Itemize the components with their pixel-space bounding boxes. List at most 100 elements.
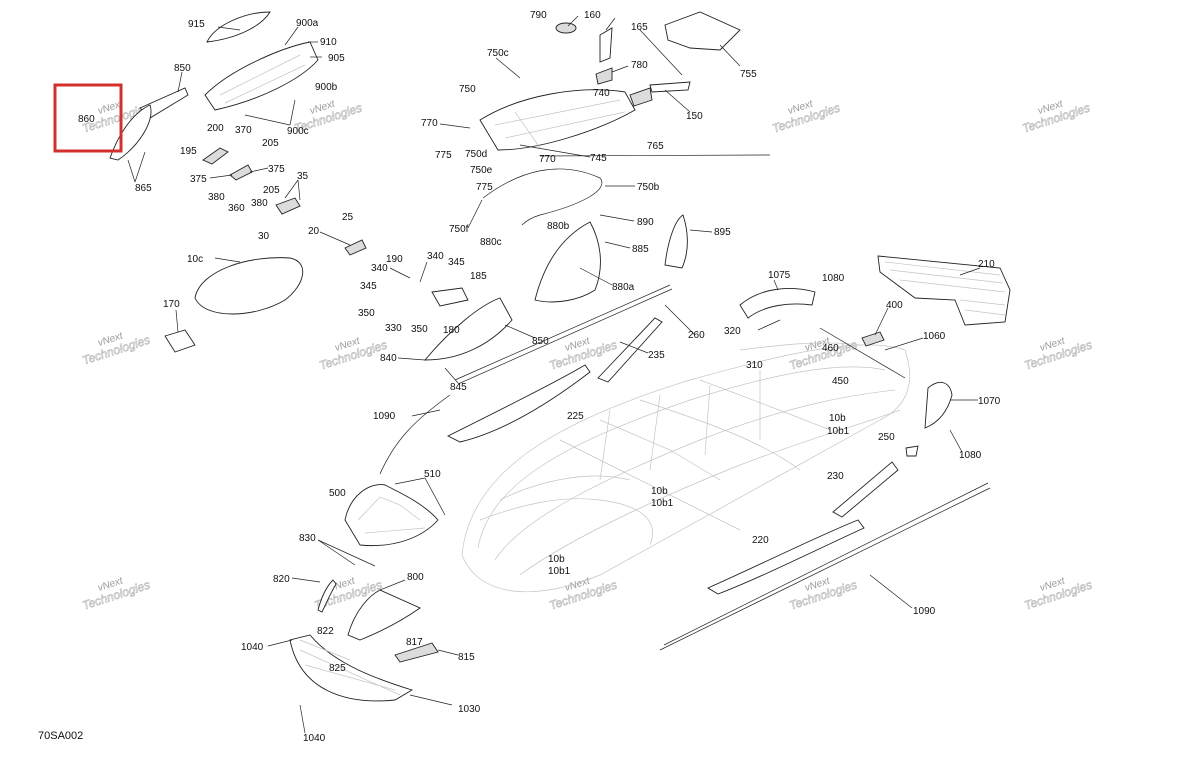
part-755-mat — [664, 11, 741, 51]
label-750c: 750c — [487, 48, 509, 59]
label-845: 845 — [450, 382, 467, 393]
label-780: 780 — [631, 60, 648, 71]
label-450: 450 — [832, 376, 849, 387]
label-865: 865 — [135, 183, 152, 194]
part-1090b-trim — [659, 487, 991, 651]
label-822: 822 — [317, 626, 334, 637]
hull-outline — [461, 342, 911, 593]
label-460: 460 — [822, 343, 839, 354]
label-20: 20 — [308, 226, 320, 237]
label-380-b: 380 — [251, 198, 268, 209]
label-170: 170 — [163, 299, 180, 310]
label-195: 195 — [180, 146, 197, 157]
label-900b: 900b — [315, 82, 338, 93]
part-400-bracket — [861, 331, 885, 347]
label-10b1-a: 10b1 — [827, 426, 850, 437]
label-825: 825 — [329, 663, 346, 674]
label-330: 330 — [385, 323, 402, 334]
label-190: 190 — [386, 254, 403, 265]
label-850-lower: 850 — [532, 336, 549, 347]
label-205-b: 205 — [263, 185, 280, 196]
label-790: 790 — [530, 10, 547, 21]
part-895-handle — [664, 214, 688, 269]
part-20-bracket — [344, 239, 367, 256]
part-235-decal — [597, 317, 663, 383]
label-1070: 1070 — [978, 396, 1001, 407]
label-10b-c: 10b — [548, 554, 565, 565]
label-225: 225 — [567, 411, 584, 422]
label-510: 510 — [424, 469, 441, 480]
label-900a: 900a — [296, 18, 319, 29]
label-750d: 750d — [465, 149, 487, 160]
part-500-nose — [344, 484, 439, 547]
part-880a-panel — [534, 221, 601, 303]
label-400: 400 — [886, 300, 903, 311]
part-815-bracket — [394, 642, 439, 663]
label-910: 910 — [320, 37, 337, 48]
label-320: 320 — [724, 326, 741, 337]
label-1090-a: 1090 — [373, 411, 396, 422]
label-30: 30 — [258, 231, 270, 242]
label-765: 765 — [647, 141, 664, 152]
label-750b: 750b — [637, 182, 660, 193]
label-350-a: 350 — [358, 308, 375, 319]
label-750e: 750e — [470, 165, 493, 176]
label-250: 250 — [878, 432, 895, 443]
label-375-b: 375 — [190, 174, 207, 185]
label-35: 35 — [297, 171, 309, 182]
label-755: 755 — [740, 69, 757, 80]
label-890: 890 — [637, 217, 654, 228]
label-380-a: 380 — [208, 192, 225, 203]
label-880a: 880a — [612, 282, 635, 293]
label-850-upper: 850 — [174, 63, 191, 74]
part-230-decal — [832, 461, 899, 518]
label-800: 800 — [407, 572, 424, 583]
label-500: 500 — [329, 488, 346, 499]
part-375-bracket — [229, 164, 253, 181]
label-1040-a: 1040 — [241, 642, 264, 653]
label-10b-a: 10b — [829, 413, 846, 424]
part-250-tab — [905, 445, 919, 457]
label-1030: 1030 — [458, 704, 481, 715]
label-860: 860 — [78, 114, 95, 125]
label-1080-b: 1080 — [959, 450, 982, 461]
label-310: 310 — [746, 360, 763, 371]
label-815: 815 — [458, 652, 475, 663]
part-10c-gasket — [194, 257, 304, 315]
label-817: 817 — [406, 637, 423, 648]
label-340-b: 340 — [371, 263, 388, 274]
label-1090-b: 1090 — [913, 606, 936, 617]
label-180: 180 — [443, 325, 460, 336]
part-900a-bin — [204, 41, 319, 111]
label-340-a: 340 — [427, 251, 444, 262]
part-840-panel — [424, 297, 513, 361]
label-770-a: 770 — [421, 118, 438, 129]
label-770-b: 770 — [539, 154, 556, 165]
diagram-code: 70SA002 — [38, 730, 84, 742]
leader-lines — [127, 15, 981, 734]
label-160: 160 — [584, 10, 601, 21]
label-885: 885 — [632, 244, 649, 255]
part-790-cap — [555, 22, 577, 34]
label-350-b: 350 — [411, 324, 428, 335]
part-1070-corner — [924, 381, 953, 429]
label-915: 915 — [188, 19, 205, 30]
label-830: 830 — [299, 533, 316, 544]
label-750: 750 — [459, 84, 476, 95]
part-915-cover — [206, 11, 271, 43]
label-210: 210 — [978, 259, 995, 270]
label-260: 260 — [688, 330, 705, 341]
label-740: 740 — [593, 88, 610, 99]
label-905: 905 — [328, 53, 345, 64]
part-160-clip — [599, 27, 613, 63]
part-765-latch — [629, 87, 653, 107]
label-10b1-c: 10b1 — [548, 566, 571, 577]
label-360: 360 — [228, 203, 245, 214]
label-820: 820 — [273, 574, 290, 585]
